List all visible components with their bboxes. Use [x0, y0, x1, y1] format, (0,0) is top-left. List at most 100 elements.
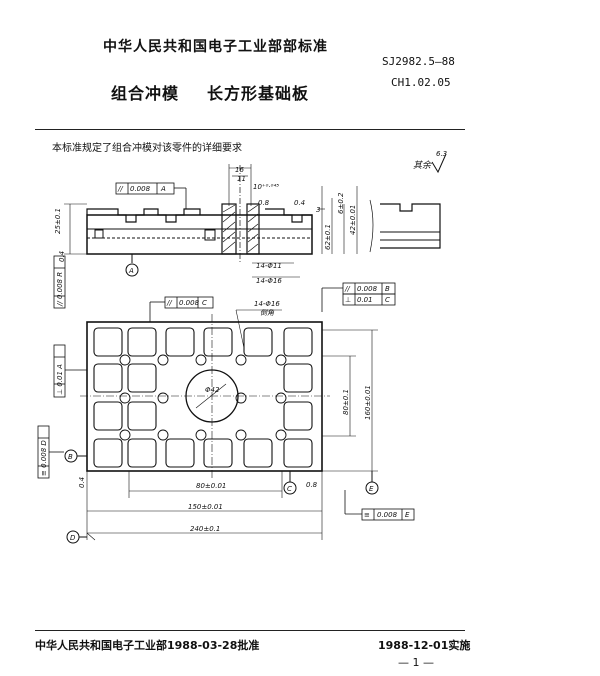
slot-pocket [127, 363, 157, 393]
frame-left-mid-text: ⊥ 0.01 A [56, 364, 64, 395]
page-number: — 1 — [398, 656, 434, 669]
slot-pocket [127, 401, 157, 431]
slot-pocket [165, 327, 195, 357]
dim-240: 240±0.1 [190, 525, 220, 533]
datum-a-label: A [128, 267, 134, 275]
frame-bottom-ref: E [405, 511, 410, 519]
frame-right2-val: 0.01 [357, 296, 373, 304]
datum-d-label: D [70, 534, 76, 542]
dim-14-16-note: 14-Φ16 [254, 300, 280, 308]
tolerance-frame-right-2 [342, 293, 396, 306]
slot-pocket [93, 401, 123, 431]
dim-80y: 80±0.1 [342, 389, 350, 415]
side-view [86, 165, 441, 262]
mounting-hole [157, 354, 169, 366]
dim-16: 16 [235, 166, 244, 174]
slot-pocket [203, 327, 233, 357]
slot-pocket [127, 438, 157, 468]
plan-view [80, 314, 330, 480]
frame-right1-ref: B [385, 285, 390, 293]
dim-phi: Φ42 [205, 386, 220, 394]
slot-pocket [93, 363, 123, 393]
frame-bottom-sym: ≡ [364, 511, 370, 519]
frame-right2-ref: C [385, 296, 390, 304]
header-divider [35, 129, 465, 130]
frame-left-low-text: ≡ 0.008 D [40, 440, 48, 476]
plan-dimensions [86, 309, 378, 541]
dim-0-4-top: 0.4 [294, 199, 305, 207]
slot-pocket [93, 327, 123, 357]
frame-plan-val: 0.008 [179, 299, 200, 307]
dim-150x: 150±0.01 [188, 503, 223, 511]
approval-line: 中华人民共和国电子工业部1988-03-28批准 [35, 639, 260, 652]
slot-pocket [127, 327, 157, 357]
dim-25: 25±0.1 [54, 208, 62, 234]
slot-pocket [283, 327, 313, 357]
standard-code: SJ2982.5—88 [382, 55, 455, 68]
tolerance-frame-plan [164, 296, 214, 309]
mounting-hole [119, 429, 131, 441]
frame-right2-sym: ⊥ [345, 296, 351, 304]
dim-6: 6±0.2 [337, 192, 345, 214]
frame-plan-sym: // [166, 299, 172, 307]
mounting-hole [157, 429, 169, 441]
frame-top-val: 0.008 [130, 185, 151, 193]
mounting-hole [235, 354, 247, 366]
tolerance-frame-bottom [361, 508, 415, 521]
tolerance-frame-left-top [53, 255, 66, 309]
dim-160y: 160±0.01 [364, 385, 372, 420]
mounting-hole [119, 392, 131, 404]
issuing-organization: 中华人民共和国电子工业部部标准 [103, 39, 328, 55]
mounting-hole [275, 354, 287, 366]
slot-pocket [283, 363, 313, 393]
datum-c-label: C [287, 485, 292, 493]
datum-markers [64, 449, 379, 544]
slot-pocket [243, 438, 273, 468]
frame-top-ref: A [160, 185, 166, 193]
dim-80x: 80±0.01 [196, 482, 226, 490]
frame-right1-sym: // [344, 285, 350, 293]
dim-62: 62±0.1 [324, 224, 332, 250]
mounting-hole [275, 429, 287, 441]
side-dimensions [64, 164, 358, 278]
dim-0-8-c: 0.8 [306, 481, 318, 489]
slot-pocket [283, 401, 313, 431]
datum-a-marker [125, 254, 139, 277]
frame-top-sym: // [117, 185, 123, 193]
footer-divider [35, 630, 465, 631]
mounting-hole [235, 429, 247, 441]
tolerance-frame-top [115, 182, 175, 195]
mounting-hole [119, 354, 131, 366]
title-part-1: 组合冲模 [111, 84, 180, 103]
dim-42: 42±0.01 [349, 205, 357, 235]
intro-paragraph: 本标准规定了组合冲模对该零件的详细要求 [52, 143, 242, 154]
dim-10: 10⁺⁰·⁰⁴⁵ [253, 183, 279, 191]
frame-right1-val: 0.008 [357, 285, 378, 293]
slot-pocket [283, 438, 313, 468]
effective-date: 1988-12-01实施 [378, 639, 471, 652]
mounting-hole [195, 429, 207, 441]
title-part-2: 长方形基础板 [207, 84, 310, 103]
dim-0-4-b: 0.4 [78, 477, 86, 488]
dim-6-3: 6.3 [436, 150, 447, 158]
frame-left-top-text: // 0.008 R [56, 272, 64, 307]
frame-plan-ref: C [202, 299, 207, 307]
roughness-symbol [431, 153, 447, 174]
dim-14-11: 14-Φ11 [256, 262, 282, 270]
dim-14-16-sub: 倒角 [260, 309, 275, 317]
tolerance-frame-left-mid [53, 344, 66, 398]
dim-3: 3 [316, 206, 320, 214]
frame-bottom-val: 0.008 [377, 511, 398, 519]
slot-pocket [203, 438, 233, 468]
dim-0-8-top: 0.8 [258, 199, 270, 207]
slot-pocket [243, 327, 273, 357]
slot-pocket [93, 438, 123, 468]
slot-pocket [165, 438, 195, 468]
roughness-note: 其余 [413, 161, 432, 171]
dim-11: 11 [237, 175, 246, 183]
datum-b-label: B [68, 453, 73, 461]
mounting-hole [157, 392, 169, 404]
dim-0-4-left: 0.4 [58, 251, 66, 262]
